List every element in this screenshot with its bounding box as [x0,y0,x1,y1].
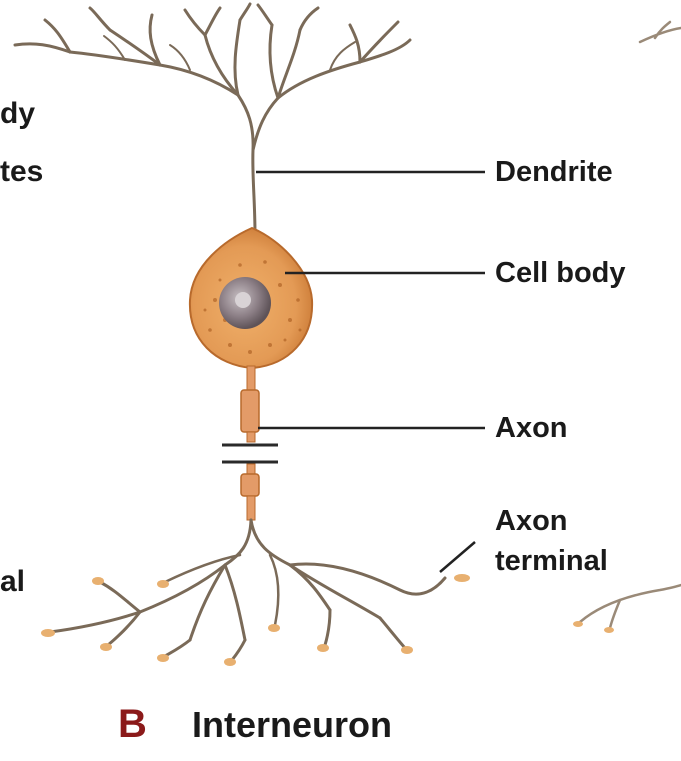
label-axon-terminal-line2: terminal [495,545,608,577]
dendrite-tree [13,2,412,237]
leader-lines [256,170,485,573]
label-axon: Axon [495,412,568,444]
cut-label-terminal: al [0,565,26,598]
cell-body [188,226,314,370]
cut-label-dendrites: tes [0,155,44,188]
axon-terminal-tree [48,518,447,662]
axon-terminal-leader [439,541,476,573]
soma-granules [203,260,302,354]
neighbor-branch-top [638,20,681,44]
axon [222,365,278,521]
cut-label-body: dy [0,97,36,130]
panel-title: Interneuron [192,704,393,745]
panel-letter: B [118,702,147,746]
terminal-bulbs [41,574,470,666]
neighbor-branch-bottom [578,583,681,630]
label-dendrite: Dendrite [495,156,613,188]
neighbor-bulbs [573,621,614,633]
label-axon-terminal-line1: Axon [495,505,568,537]
label-cell-body: Cell body [495,257,626,289]
nucleolus [235,292,251,308]
